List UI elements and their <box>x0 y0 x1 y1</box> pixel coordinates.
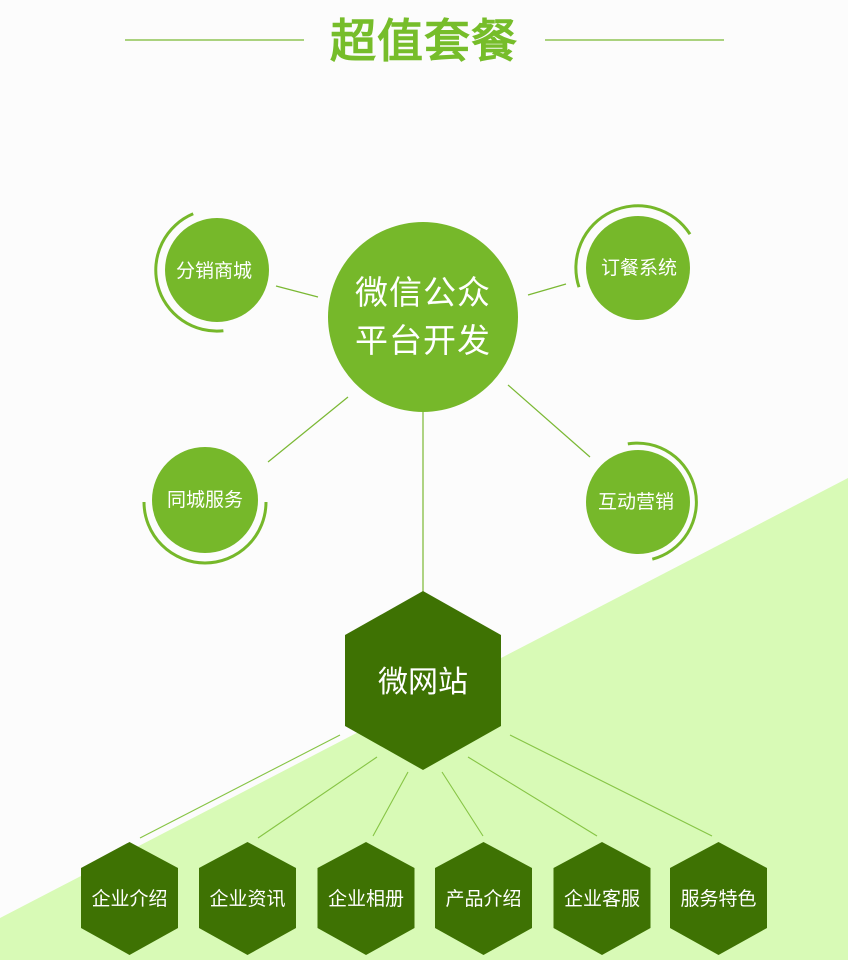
site-connectors <box>139 734 713 839</box>
module-hexagon <box>553 842 651 955</box>
module-node-2: 企业资讯 <box>199 842 296 955</box>
hub-connectors <box>267 283 591 592</box>
module-hexagon <box>435 842 532 955</box>
page-title: 超值套餐 <box>330 14 518 68</box>
site-node: 微网站 <box>345 591 501 770</box>
orbit-arc-icon <box>627 441 698 561</box>
connector-module-1 <box>139 734 341 839</box>
module-node-4: 产品介绍 <box>435 842 532 955</box>
satellite-label: 分销商城 <box>176 260 252 282</box>
module-label: 产品介绍 <box>445 888 521 910</box>
satellite-circle <box>165 218 269 322</box>
connector-module-4 <box>441 771 484 837</box>
satellite-label: 互动营销 <box>598 491 674 513</box>
hub-circle <box>328 222 518 412</box>
module-hexagon <box>199 842 296 955</box>
module-node-5: 企业客服 <box>553 842 651 955</box>
connector-module-2 <box>257 756 378 839</box>
connector-tongcheng <box>267 396 349 463</box>
module-hexagon <box>670 842 767 955</box>
site-label: 微网站 <box>378 665 468 700</box>
satellite-circle <box>586 450 690 554</box>
satellite-circle <box>586 216 690 320</box>
connector-fenxiao <box>275 285 319 298</box>
satellite-label: 同城服务 <box>167 489 243 511</box>
orbit-arc-icon <box>142 501 268 565</box>
orbit-arc-icon <box>574 204 692 288</box>
connector-hudong <box>507 384 591 458</box>
satellite-label: 订餐系统 <box>601 257 677 279</box>
orbit-arc-icon <box>154 212 224 333</box>
module-label: 服务特色 <box>680 888 756 910</box>
module-node-1: 企业介绍 <box>81 842 178 955</box>
module-label: 企业相册 <box>328 888 404 910</box>
module-label: 企业客服 <box>564 888 640 910</box>
satellite-node-hudong: 互动营销 <box>586 441 698 561</box>
connector-dingcan <box>527 283 567 296</box>
hub-label-line1: 微信公众 <box>355 273 491 312</box>
module-node-3: 企业相册 <box>317 842 415 955</box>
site-hexagon <box>345 591 501 770</box>
connector-module-6 <box>509 734 713 837</box>
module-hexagon <box>81 842 178 955</box>
connector-module-5 <box>467 756 598 837</box>
module-node-6: 服务特色 <box>670 842 767 955</box>
section-header: 超值套餐 <box>125 14 724 68</box>
satellite-node-fenxiao: 分销商城 <box>154 212 269 333</box>
satellite-node-dingcan: 订餐系统 <box>574 204 692 320</box>
module-label: 企业资讯 <box>209 888 285 910</box>
module-hexagon <box>317 842 415 955</box>
hub-label-line2: 平台开发 <box>355 321 491 360</box>
hub-node: 微信公众 平台开发 <box>328 222 518 412</box>
module-label: 企业介绍 <box>91 888 167 910</box>
satellite-node-tongcheng: 同城服务 <box>142 447 268 565</box>
connector-module-3 <box>372 771 409 837</box>
satellite-circle <box>152 447 258 553</box>
